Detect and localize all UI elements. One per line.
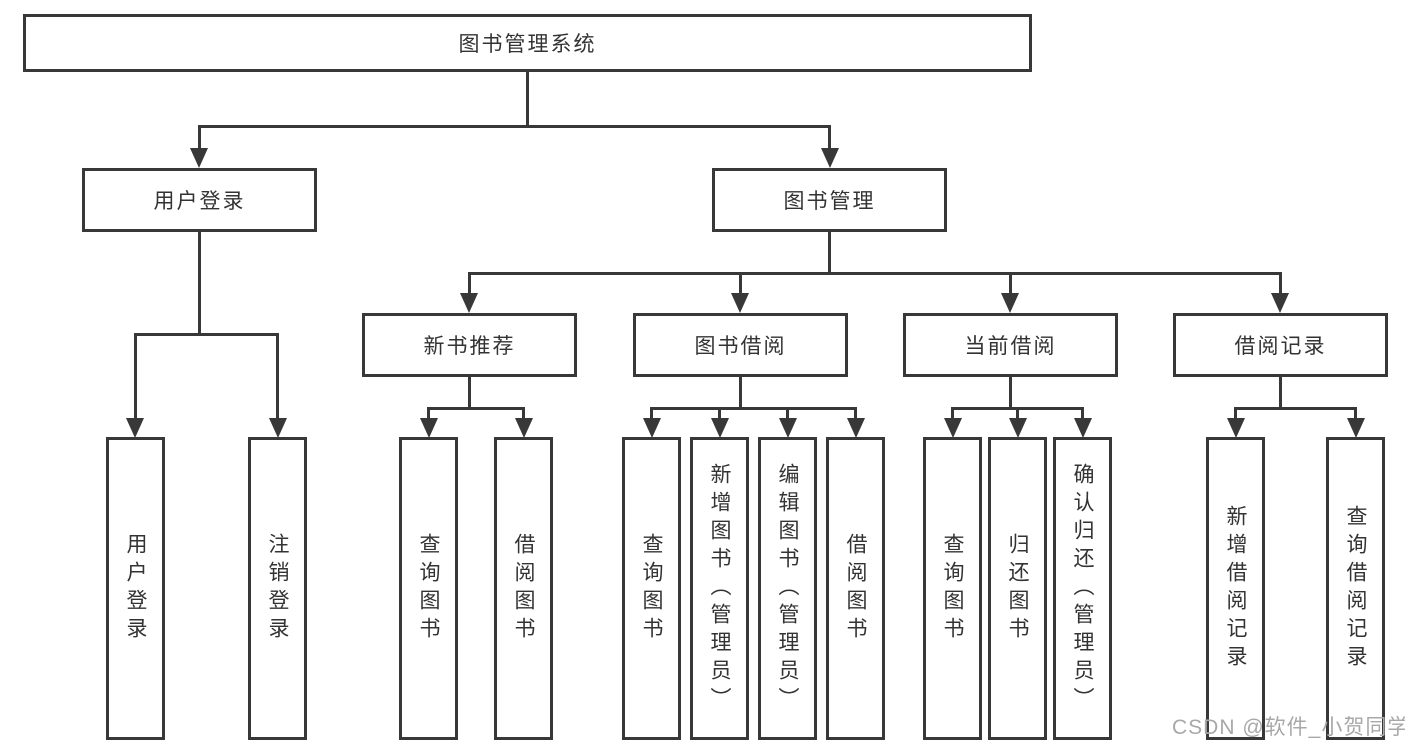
connector-line bbox=[739, 272, 742, 296]
connector-line bbox=[1234, 407, 1237, 421]
connector-line bbox=[276, 333, 279, 419]
leaf-add-borrow-record: 新增借阅记录 bbox=[1206, 437, 1265, 740]
arrow-down-icon bbox=[1001, 293, 1019, 313]
connector-line bbox=[468, 272, 471, 296]
arrow-down-icon bbox=[269, 418, 287, 438]
connector-line bbox=[854, 407, 857, 421]
connector-line bbox=[951, 407, 954, 421]
connector-line bbox=[522, 407, 525, 421]
watermark: CSDN @软件_小贺同学 bbox=[1172, 716, 1405, 739]
node-new-book-recommendation: 新书推荐 bbox=[362, 313, 577, 377]
connector-line bbox=[198, 125, 831, 128]
node-user-login: 用户登录 bbox=[82, 168, 317, 232]
leaf-user-login: 用户登录 bbox=[106, 437, 165, 740]
leaf-return-books: 归还图书 bbox=[988, 437, 1047, 740]
connector-line bbox=[1016, 407, 1019, 421]
arrow-down-icon bbox=[420, 418, 438, 438]
connector-line bbox=[134, 333, 279, 336]
arrow-down-icon bbox=[731, 293, 749, 313]
leaf-borrow-books-borrowing: 借阅图书 bbox=[826, 437, 885, 740]
arrow-down-icon bbox=[944, 418, 962, 438]
connector-line bbox=[1354, 407, 1357, 421]
connector-line bbox=[1081, 407, 1084, 421]
connector-line bbox=[828, 232, 831, 274]
arrow-down-icon bbox=[1009, 418, 1027, 438]
connector-line bbox=[1009, 377, 1012, 409]
arrow-down-icon bbox=[1271, 293, 1289, 313]
leaf-add-books-admin: 新增图书（管理员） bbox=[690, 437, 749, 740]
node-book-management: 图书管理 bbox=[712, 168, 947, 232]
connector-line bbox=[1234, 407, 1357, 410]
connector-line bbox=[526, 72, 529, 126]
arrow-down-icon bbox=[847, 418, 865, 438]
connector-line bbox=[1279, 377, 1282, 409]
arrow-down-icon bbox=[821, 148, 839, 168]
connector-line bbox=[427, 407, 430, 421]
arrow-down-icon bbox=[711, 418, 729, 438]
arrow-down-icon bbox=[515, 418, 533, 438]
arrow-down-icon bbox=[643, 418, 661, 438]
connector-line bbox=[786, 407, 789, 421]
arrow-down-icon bbox=[1347, 418, 1365, 438]
arrow-down-icon bbox=[1074, 418, 1092, 438]
connector-line bbox=[650, 407, 857, 410]
connector-line bbox=[828, 125, 831, 151]
leaf-query-books-current: 查询图书 bbox=[923, 437, 982, 740]
connector-line bbox=[1009, 272, 1012, 296]
leaf-query-books-recommend: 查询图书 bbox=[399, 437, 458, 740]
arrow-down-icon bbox=[460, 293, 478, 313]
connector-line bbox=[718, 407, 721, 421]
leaf-edit-books-admin: 编辑图书（管理员） bbox=[758, 437, 817, 740]
connector-line bbox=[134, 333, 137, 419]
connector-line bbox=[198, 232, 201, 336]
leaf-logout: 注销登录 bbox=[248, 437, 307, 740]
leaf-confirm-return-admin: 确认归还（管理员） bbox=[1053, 437, 1112, 740]
arrow-down-icon bbox=[779, 418, 797, 438]
leaf-query-books-borrowing: 查询图书 bbox=[622, 437, 681, 740]
connector-line bbox=[650, 407, 653, 421]
connector-line bbox=[739, 377, 742, 409]
node-borrowing-records: 借阅记录 bbox=[1173, 313, 1388, 377]
arrow-down-icon bbox=[126, 418, 144, 438]
arrow-down-icon bbox=[190, 148, 208, 168]
node-root: 图书管理系统 bbox=[23, 14, 1032, 72]
leaf-query-borrow-record: 查询借阅记录 bbox=[1326, 437, 1385, 740]
node-book-borrowing: 图书借阅 bbox=[633, 313, 848, 377]
connector-line bbox=[427, 407, 525, 410]
arrow-down-icon bbox=[1227, 418, 1245, 438]
node-current-borrowing: 当前借阅 bbox=[903, 313, 1118, 377]
connector-line bbox=[198, 125, 201, 151]
leaf-borrow-books-recommend: 借阅图书 bbox=[494, 437, 553, 740]
connector-line bbox=[468, 377, 471, 409]
connector-line bbox=[1279, 272, 1282, 296]
connector-line bbox=[468, 272, 1282, 275]
